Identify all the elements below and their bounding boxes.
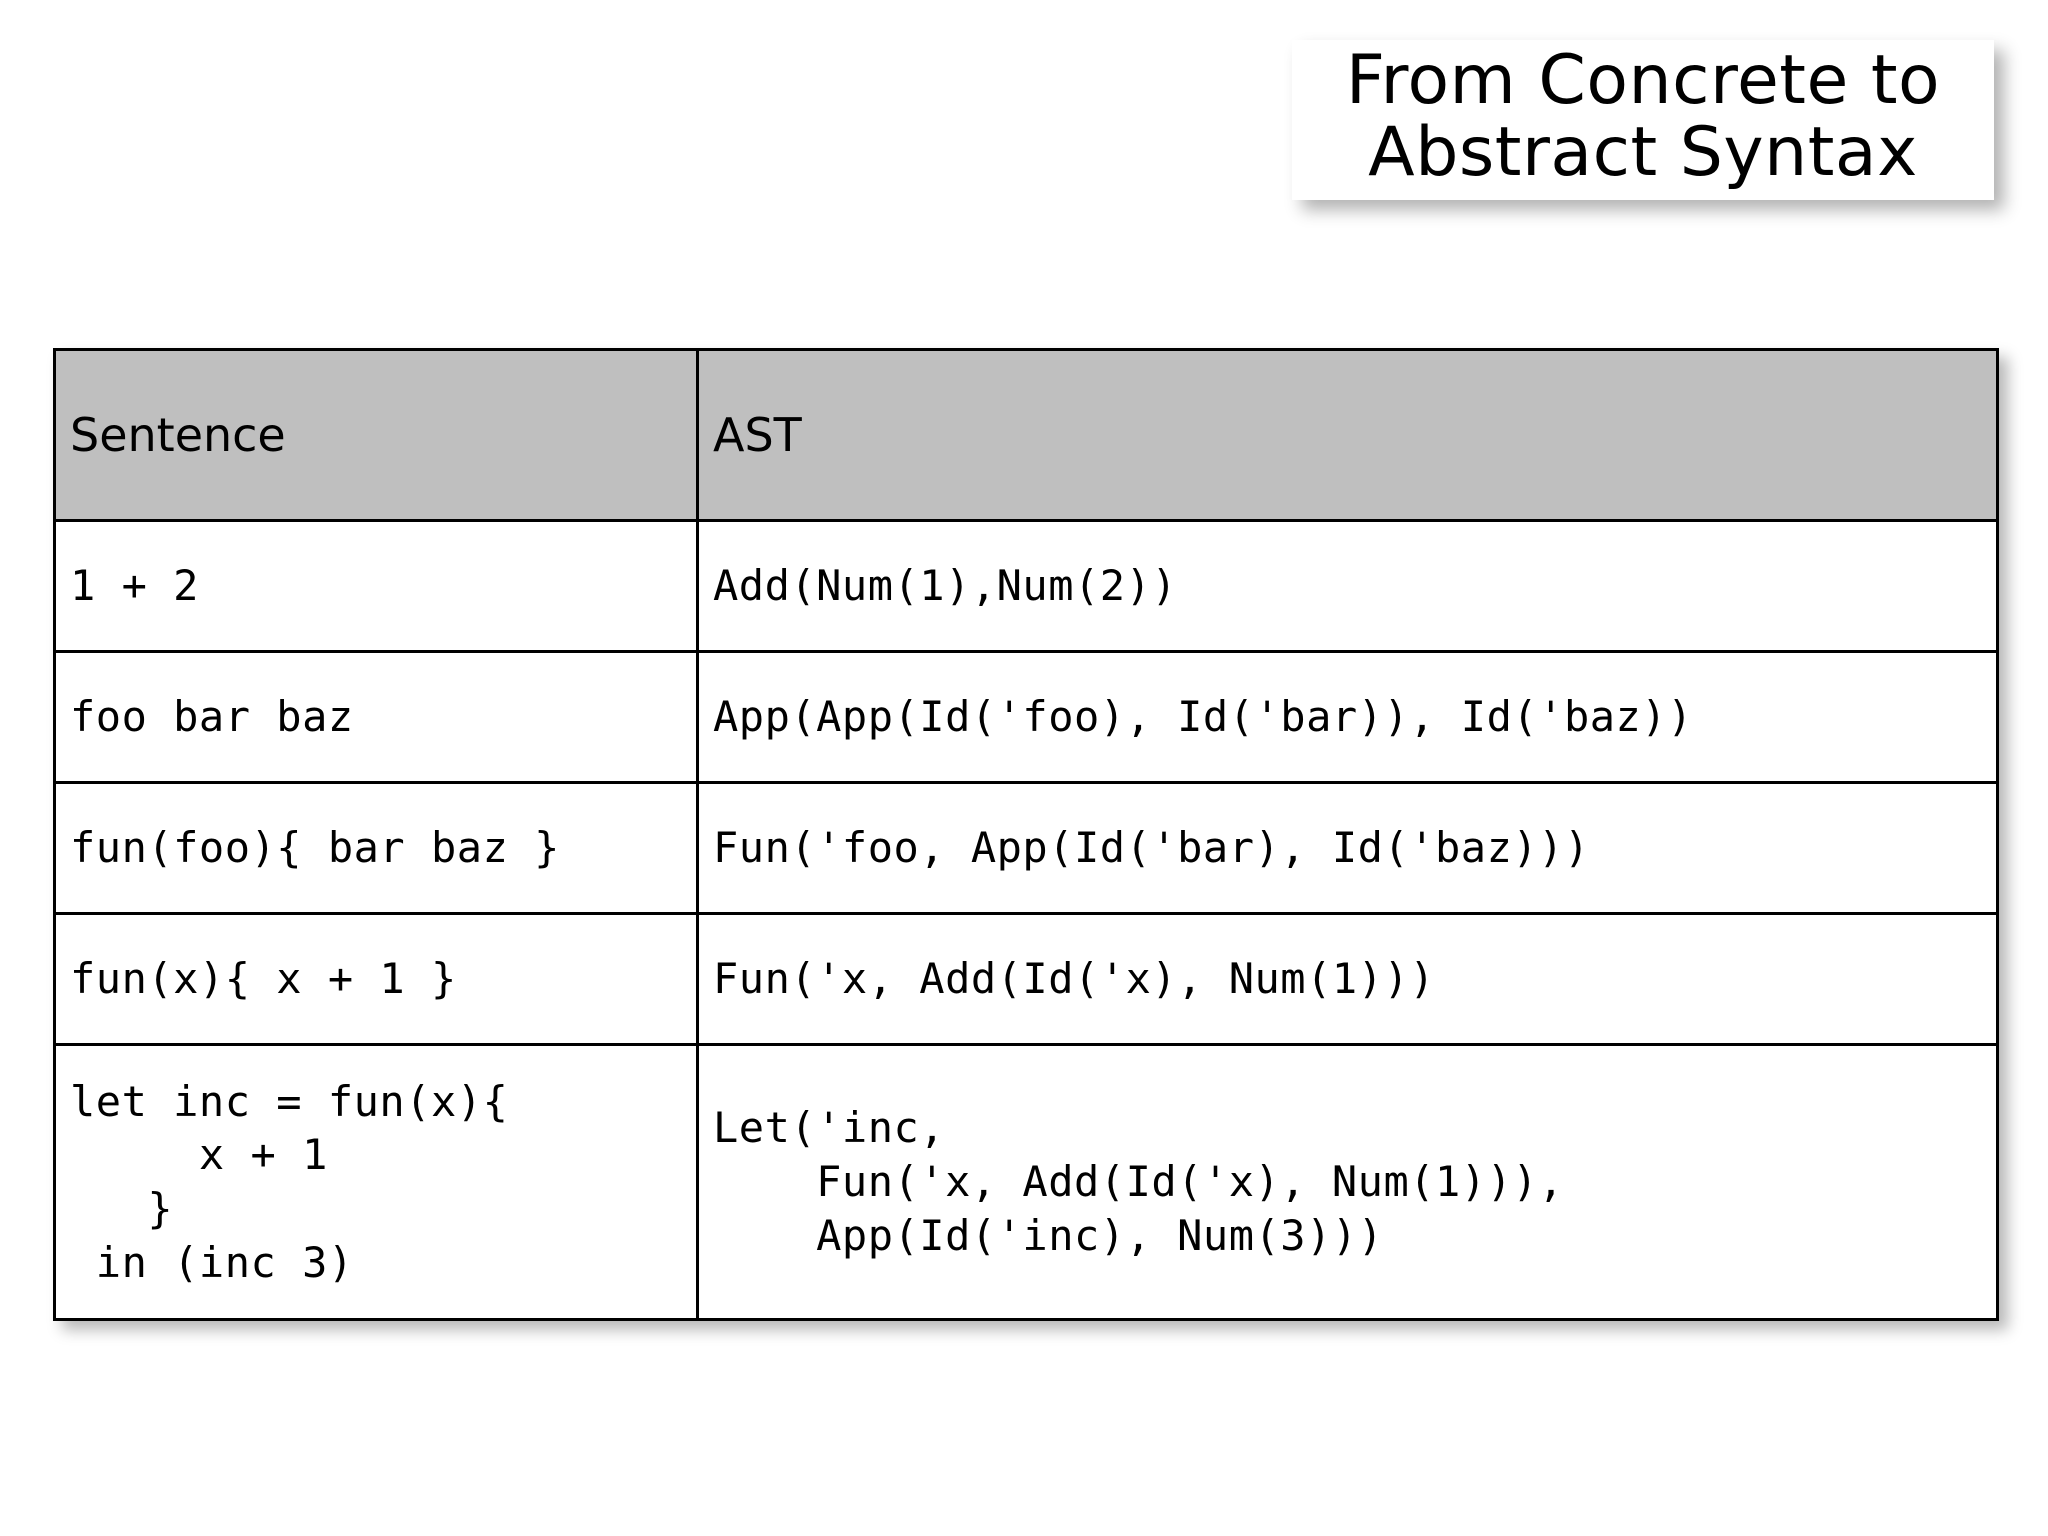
table-body: 1 + 2 Add(Num(1),Num(2)) foo bar baz App… <box>53 519 1999 1321</box>
table-row: let inc = fun(x){ x + 1 } in (inc 3) Let… <box>53 1043 1999 1321</box>
cell-ast: Let('inc, Fun('x, Add(Id('x), Num(1))), … <box>696 1043 1999 1321</box>
table-row: fun(foo){ bar baz } Fun('foo, App(Id('ba… <box>53 781 1999 915</box>
ast-text: Add(Num(1),Num(2)) <box>713 561 1178 611</box>
table-header: Sentence AST <box>53 348 1999 522</box>
sentence-text: foo bar baz <box>70 692 354 742</box>
cell-sentence: 1 + 2 <box>53 519 699 653</box>
cell-ast: Fun('foo, App(Id('bar), Id('baz))) <box>696 781 1999 915</box>
sentence-text: 1 + 2 <box>70 561 199 611</box>
table-header-row: Sentence AST <box>53 348 1999 522</box>
cell-sentence: foo bar baz <box>53 650 699 784</box>
cell-ast: Fun('x, Add(Id('x), Num(1))) <box>696 912 1999 1046</box>
cell-sentence: fun(foo){ bar baz } <box>53 781 699 915</box>
sentence-text: fun(foo){ bar baz } <box>70 823 560 873</box>
column-header-sentence: Sentence <box>53 348 699 522</box>
cell-ast: App(App(Id('foo), Id('bar)), Id('baz)) <box>696 650 1999 784</box>
page-title-line-1: From Concrete to <box>1345 40 1941 120</box>
table-row: foo bar baz App(App(Id('foo), Id('bar)),… <box>53 650 1999 784</box>
cell-sentence: let inc = fun(x){ x + 1 } in (inc 3) <box>53 1043 699 1321</box>
page-title-line-2: Abstract Syntax <box>1368 113 1918 192</box>
ast-text: Fun('x, Add(Id('x), Num(1))) <box>713 954 1436 1004</box>
table-row: fun(x){ x + 1 } Fun('x, Add(Id('x), Num(… <box>53 912 1999 1046</box>
cell-sentence: fun(x){ x + 1 } <box>53 912 699 1046</box>
ast-text: Let('inc, Fun('x, Add(Id('x), Num(1))), … <box>713 1103 1564 1260</box>
cell-ast: Add(Num(1),Num(2)) <box>696 519 1999 653</box>
concrete-to-abstract-syntax-table: Sentence AST 1 + 2 Add(Num(1),Num(2)) fo… <box>53 348 1999 1321</box>
slide-title-box: From Concrete to Abstract Syntax <box>1292 40 1994 200</box>
sentence-text: let inc = fun(x){ x + 1 } in (inc 3) <box>70 1076 509 1287</box>
sentence-text: fun(x){ x + 1 } <box>70 954 457 1004</box>
ast-text: Fun('foo, App(Id('bar), Id('baz))) <box>713 823 1590 873</box>
ast-text: App(App(Id('foo), Id('bar)), Id('baz)) <box>713 692 1693 742</box>
column-header-ast: AST <box>696 348 1999 522</box>
table-row: 1 + 2 Add(Num(1),Num(2)) <box>53 519 1999 653</box>
